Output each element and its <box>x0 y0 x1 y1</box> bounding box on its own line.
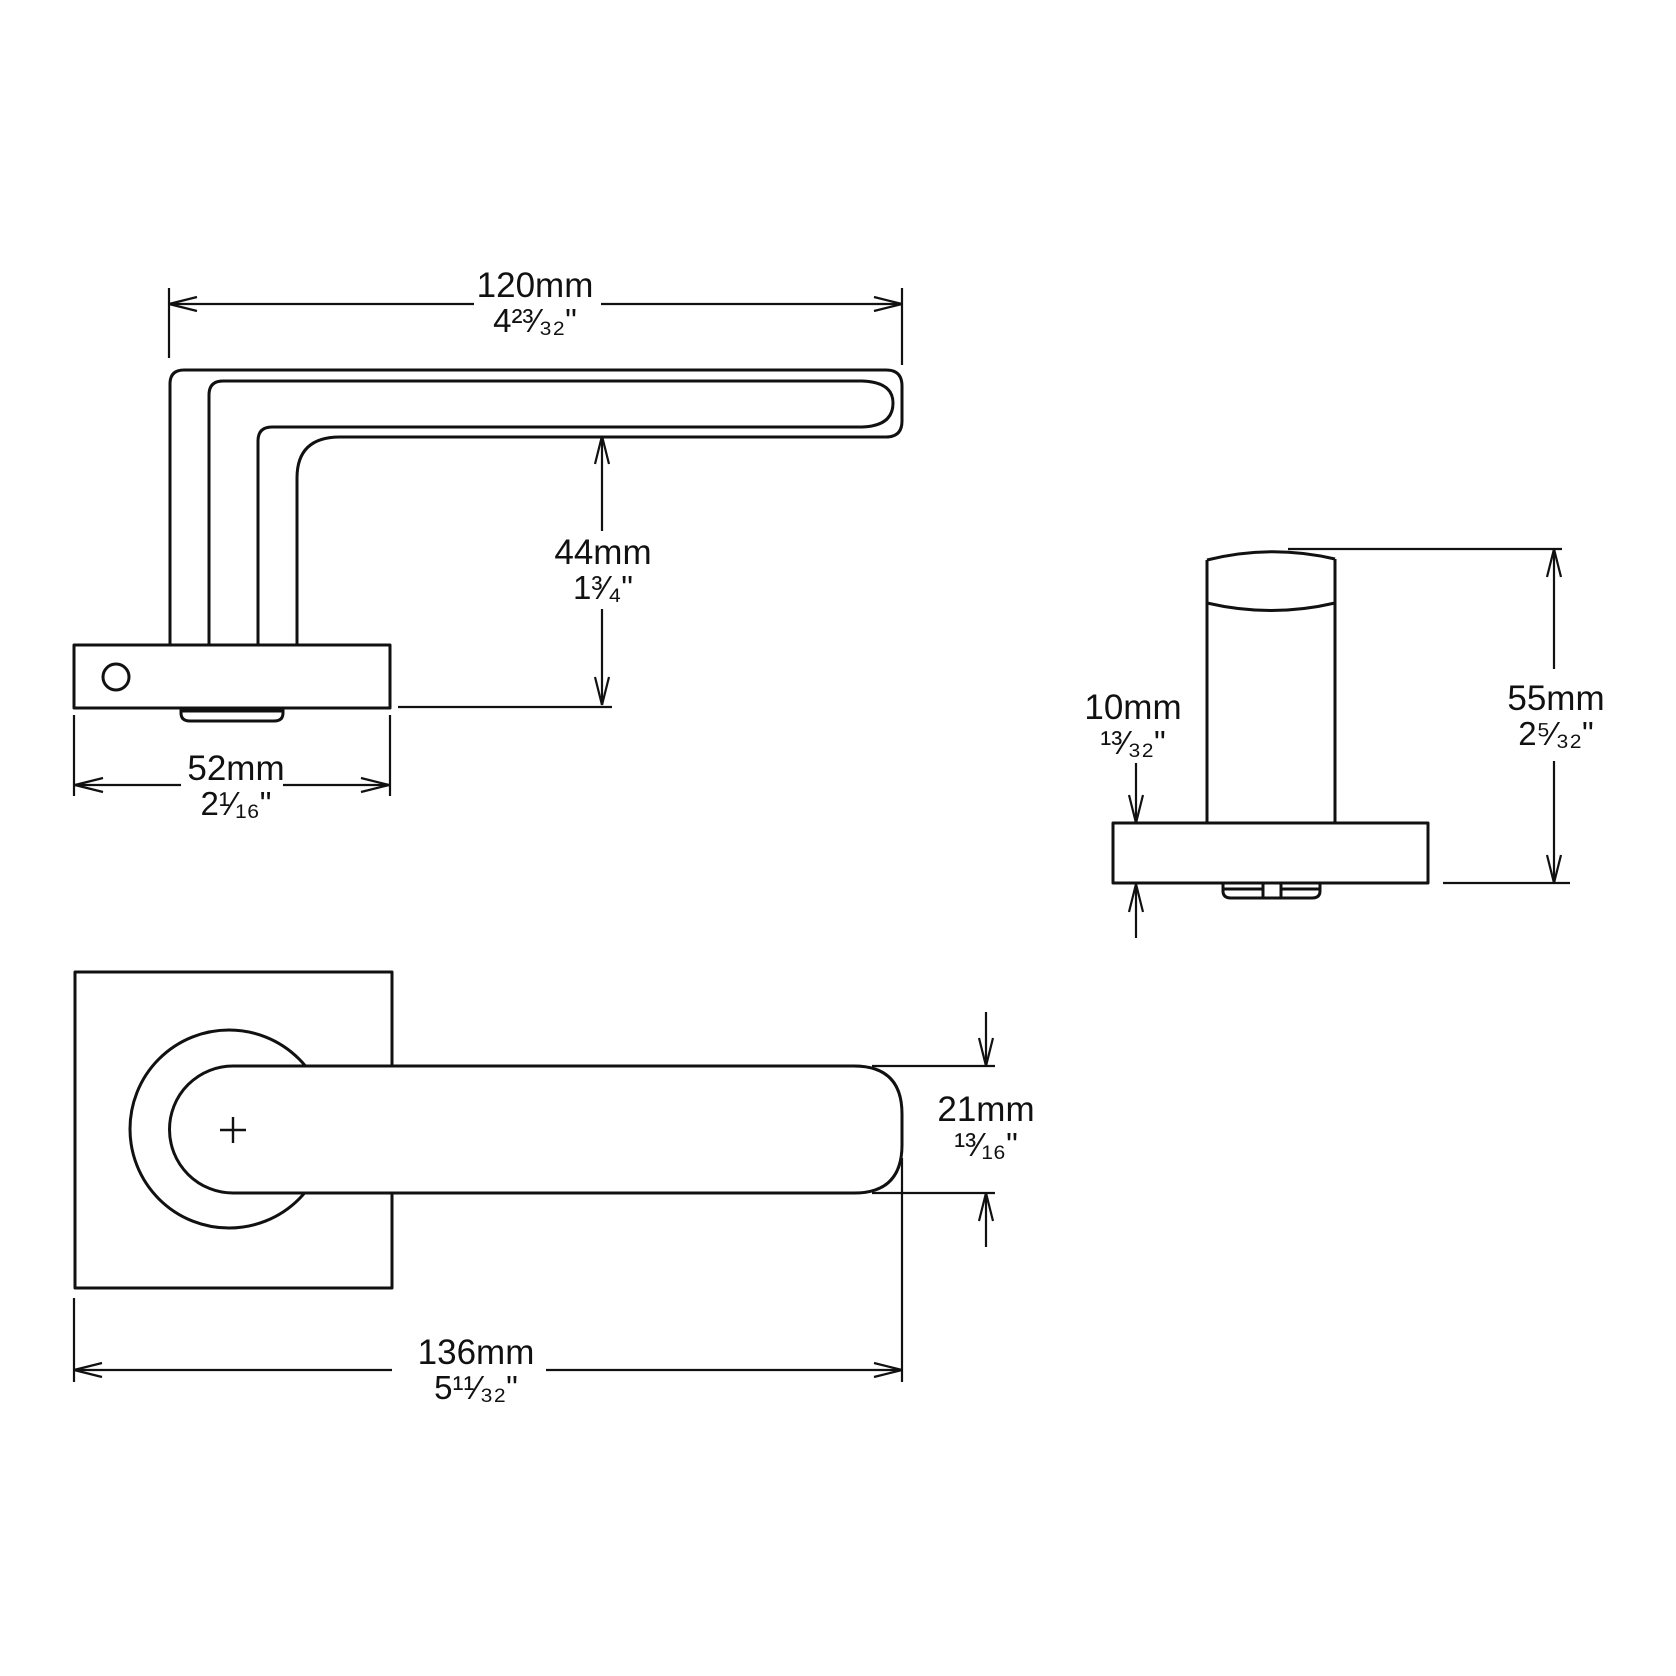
extension-lines <box>872 1064 995 1195</box>
end-view <box>1111 550 1430 900</box>
extension-lines <box>1288 547 1570 885</box>
lever-plan <box>168 1064 904 1195</box>
lever-edge-line-bottom <box>256 402 895 645</box>
mounting-clip <box>179 708 285 723</box>
extension-lines <box>167 288 904 365</box>
lever-outline <box>168 368 904 645</box>
screw-hole <box>101 662 131 692</box>
center-mark <box>220 1117 246 1143</box>
side-view <box>72 368 904 723</box>
dimension-label-total-projection: 55mm 2⁵⁄₃₂" <box>1507 680 1604 752</box>
rose-plate-side <box>72 643 392 710</box>
plan-view <box>73 970 904 1290</box>
imperial-value: ¹³⁄₃₂" <box>1100 724 1166 762</box>
dim-total-projection-lines <box>1288 547 1570 885</box>
imperial-value: 2¹⁄₁₆" <box>200 785 272 823</box>
rose-plate-end <box>1111 821 1430 885</box>
cylinder-chamfer-arc <box>1206 601 1336 612</box>
metric-value: 120mm <box>476 265 594 305</box>
imperial-value: 2⁵⁄₃₂" <box>1518 715 1594 753</box>
dim-rose-thickness-lines <box>1127 763 1145 938</box>
dimension-label-lever-length: 120mm 4²³⁄₃₂" <box>477 267 594 339</box>
arrowheads <box>74 776 390 794</box>
metric-value: 136mm <box>417 1332 535 1372</box>
metric-value: 10mm <box>1084 687 1182 727</box>
imperial-value: 4²³⁄₃₂" <box>493 302 577 340</box>
metric-value: 21mm <box>937 1089 1035 1129</box>
metric-value: 55mm <box>1507 678 1605 718</box>
arrowheads <box>168 295 903 313</box>
dim-rose-width-lines <box>72 715 392 796</box>
dim-handle-height-lines <box>593 435 611 706</box>
arrowheads <box>593 435 611 706</box>
dim-lever-grip-width-lines <box>872 1012 995 1247</box>
metric-value: 44mm <box>554 532 652 572</box>
dimension-label-rose-thickness: 10mm ¹³⁄₃₂" <box>1084 689 1181 761</box>
dimension-label-handle-height: 44mm 1³⁄₄" <box>554 534 651 606</box>
dimension-label-overall-length: 136mm 5¹¹⁄₃₂" <box>418 1334 535 1406</box>
dim-lever-length-lines <box>167 288 904 365</box>
metric-value: 52mm <box>187 748 285 788</box>
arrowheads <box>977 1037 995 1222</box>
cylinder-top-arc <box>1206 550 1336 562</box>
extension-lines <box>72 715 392 796</box>
dimension-label-rose-width: 52mm 2¹⁄₁₆" <box>187 750 284 822</box>
arrowheads <box>73 1361 903 1379</box>
cylinder-sides <box>1205 559 1337 823</box>
lever-edge-line-top <box>207 379 895 645</box>
arrowheads <box>1127 794 1145 913</box>
dim-overall-length-lines <box>72 1158 904 1382</box>
extension-lines <box>72 1158 904 1382</box>
imperial-value: ¹³⁄₁₆" <box>954 1126 1018 1164</box>
imperial-value: 1³⁄₄" <box>572 569 634 607</box>
imperial-value: 5¹¹⁄₃₂" <box>434 1369 518 1407</box>
arrowheads <box>1545 548 1563 884</box>
screw-head <box>1221 883 1322 900</box>
dimension-label-lever-grip-width: 21mm ¹³⁄₁₆" <box>937 1091 1034 1163</box>
